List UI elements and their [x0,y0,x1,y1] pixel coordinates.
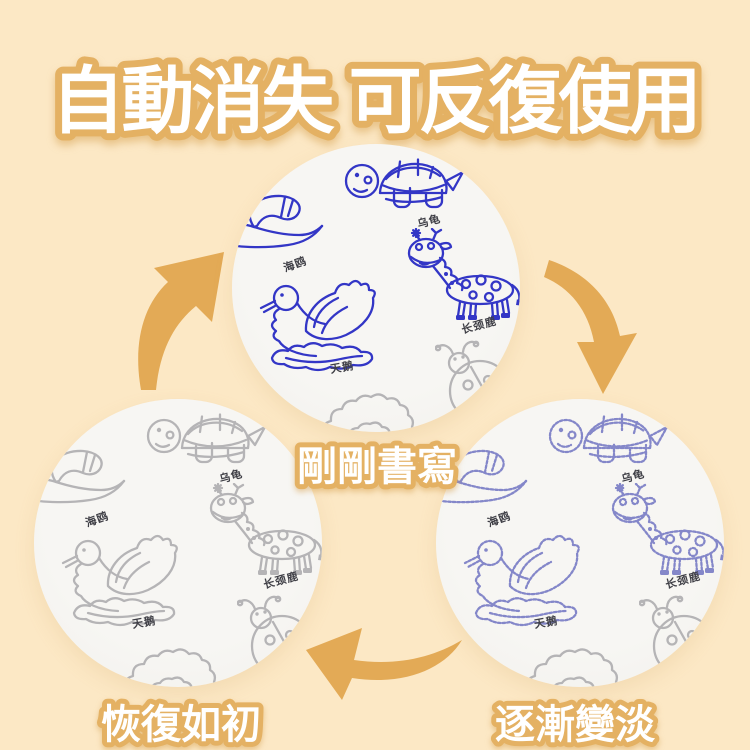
caption-fresh: 剛剛書寫 [292,440,462,494]
turtle-icon [548,413,669,464]
seagull-icon [232,194,324,249]
giraffe-icon [611,483,724,575]
swan-icon [61,534,178,627]
caption-restored: 恢復如初 [96,698,266,750]
ladybug-icon [237,595,314,678]
paper-circle-restored: 乌龟 海鸥 长颈鹿 天鹅 [34,399,322,687]
page-title-text: 自動消失 可反復使用 [51,61,698,142]
page-title: 自動消失 可反復使用 [44,54,708,149]
swan-icon [463,534,580,627]
seagull-icon [34,449,126,504]
animal-drawings [232,158,520,372]
arrow-fresh-to-fading-icon [544,260,637,394]
caption-restored-text: 恢復如初 [101,703,261,747]
printed-outlines [122,595,314,687]
caption-fresh-text: 剛剛書寫 [297,445,457,489]
paper-circle-fresh: 乌龟 海鸥 长颈鹿 天鹅 [232,144,520,432]
printed-outlines [524,595,716,687]
caption-fading: 逐漸變淡 [490,698,661,750]
caption-fading-text: 逐漸變淡 [495,703,656,747]
swan-icon [259,279,376,372]
drawing-fresh [232,158,520,432]
sheep-icon [122,648,217,687]
paper-circle-fading: 乌龟 海鸥 长颈鹿 天鹅 [436,399,724,687]
turtle-icon [344,158,465,209]
ladybug-icon [639,595,716,678]
sheep-icon [524,648,619,687]
giraffe-icon [407,228,520,320]
sheep-icon [320,393,415,432]
arrow-restored-to-fresh-icon [138,252,224,390]
